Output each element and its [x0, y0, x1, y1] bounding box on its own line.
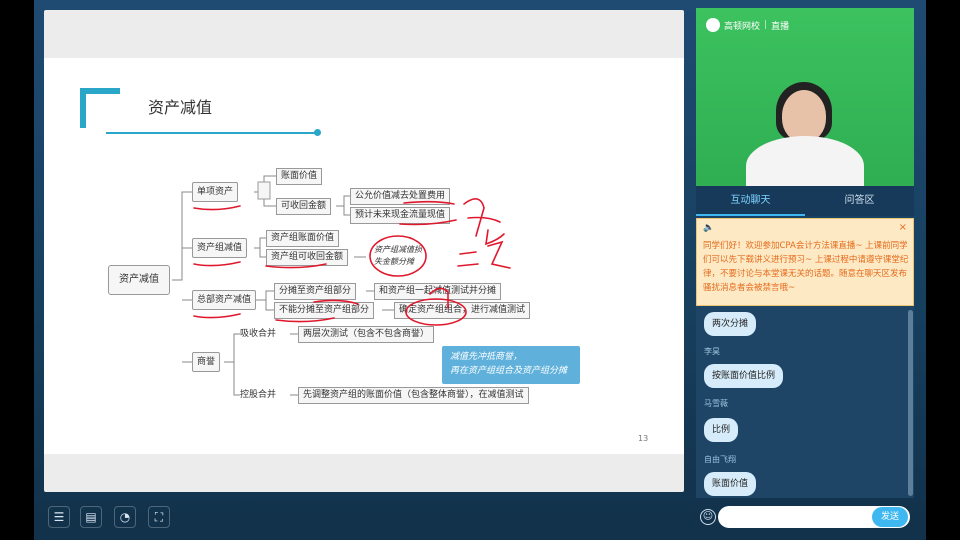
speaker-icon: 🔈: [703, 223, 715, 233]
node-asset-group: 资产组减值: [192, 238, 248, 258]
teacher-body: [746, 136, 864, 186]
emoji-icon[interactable]: ☺: [700, 509, 716, 525]
node-future-cash-flow: 预计未来现金流量现值: [350, 207, 451, 224]
node-holding-note: 先调整资产组的账面价值（包含整体商誉），在减值测试: [298, 387, 529, 404]
node-absorption: 吸收合并: [240, 329, 277, 339]
goodwill-callout: 减值先冲抵商誉， 再在资产组组合及资产组分摊: [442, 346, 580, 384]
page-number: 13: [638, 434, 649, 443]
fullscreen-icon[interactable]: ⛶: [148, 506, 170, 528]
node-book-value: 账面价值: [276, 168, 323, 185]
list-icon[interactable]: ☰: [48, 506, 70, 528]
tab-qa[interactable]: 问答区: [844, 195, 875, 206]
node-fair-value: 公允价值减去处置费用: [350, 188, 451, 205]
node-group-recoverable: 资产组可收回金额: [266, 249, 349, 266]
announcement: 🔈 × 同学们好！欢迎参加CPA会计方法课直播~ 上课前同学们可以先下载讲义进行…: [696, 218, 914, 306]
title-dot: [314, 129, 321, 136]
group-loss-note: 资产组减值损失金额分摊: [374, 245, 422, 266]
callout-line-1: 减值先冲抵商誉，: [450, 352, 523, 362]
teacher-video: 高顿网校 | 直播: [696, 8, 914, 186]
node-recoverable: 可收回金额: [276, 198, 332, 215]
chat-message: 按账面价值比例: [704, 364, 784, 388]
chat-input[interactable]: [718, 506, 910, 528]
chat-tabs: 互动聊天 问答区: [696, 186, 914, 216]
chat-sender: 自由飞翔: [704, 455, 736, 464]
chat-message: 比例: [704, 418, 739, 442]
node-goodwill: 商誉: [192, 352, 221, 372]
node-allocable-note: 和资产组一起减值测试并分摊: [374, 283, 502, 300]
slide-toolbar: ☰ ▤ ◔ ⛶: [44, 498, 684, 536]
wifi-icon[interactable]: ◔: [114, 506, 136, 528]
non-allocable-note-b: ，进行减值测试: [462, 305, 526, 315]
chat-message: 账面价值: [704, 472, 757, 496]
chat-list: 两次分摊 李昊 按账面价值比例 马雪薇 比例 自由飞翔 账面价值: [696, 306, 914, 498]
root-node: 资产减值: [108, 265, 170, 295]
title-bracket: [80, 88, 120, 128]
node-single-asset: 单项资产: [192, 182, 239, 202]
node-absorption-note: 两层次测试（包含不包含商誉）: [298, 326, 435, 343]
chat-sender: 李昊: [704, 347, 720, 356]
brand-sub: 直播: [771, 21, 790, 32]
brand-logo: 高顿网校 | 直播: [706, 18, 789, 32]
announcement-text: 同学们好！欢迎参加CPA会计方法课直播~ 上课前同学们可以先下载讲义进行预习~ …: [703, 241, 909, 293]
document-icon[interactable]: ▤: [80, 506, 102, 528]
chat-scrollbar[interactable]: [908, 310, 913, 496]
teacher-face: [782, 90, 826, 142]
close-icon[interactable]: ×: [898, 222, 907, 233]
chat-message: 两次分摊: [704, 312, 757, 336]
node-corporate: 总部资产减值: [192, 290, 257, 310]
brand-mark-icon: [706, 18, 720, 32]
callout-line-2: 再在资产组组合及资产组分摊: [450, 366, 568, 376]
brand-name: 高顿网校: [724, 21, 761, 32]
slide: 资产减值: [44, 58, 684, 454]
chat-input-bar: ☺ 发送: [696, 502, 914, 532]
node-non-allocable: 不能分摊至资产组部分: [274, 302, 375, 319]
title-underline: [106, 132, 318, 134]
chat-sender: 马雪薇: [704, 399, 728, 408]
slide-title: 资产减值: [148, 98, 213, 117]
slide-viewer: 资产减值: [44, 10, 684, 492]
tab-chat[interactable]: 互动聊天: [696, 186, 805, 216]
node-allocable: 分摊至资产组部分: [274, 283, 357, 300]
node-non-allocable-note: 确定资产组组合，进行减值测试: [394, 302, 531, 319]
send-button[interactable]: 发送: [872, 507, 908, 527]
node-group-book-value: 资产组账面价值: [266, 230, 340, 247]
live-class-app: 资产减值: [34, 0, 926, 540]
node-holding: 控股合并: [240, 390, 277, 400]
non-allocable-note-a: 确定资产组组合: [399, 305, 463, 315]
